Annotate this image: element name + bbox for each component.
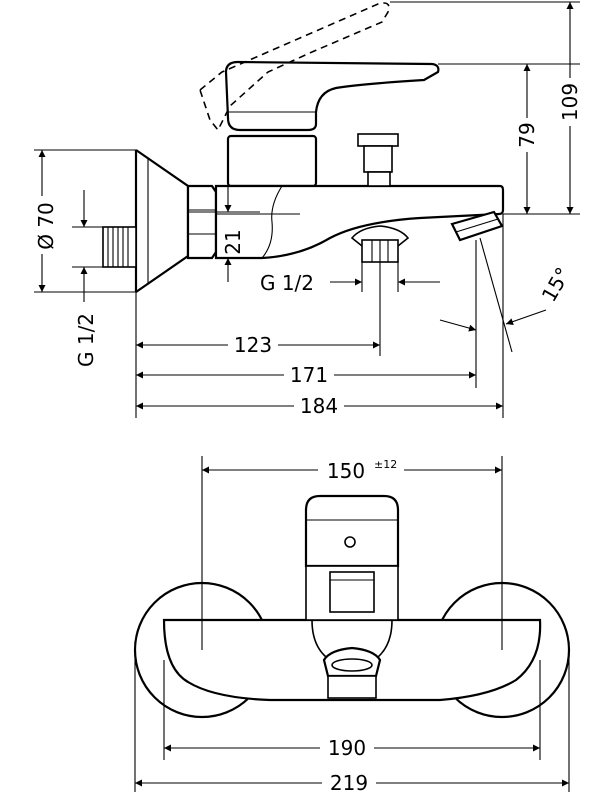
spout-aerator: [450, 210, 504, 242]
dim-diameter: Ø 70: [34, 202, 58, 250]
wall-flange: [134, 149, 190, 293]
mixer-body: [214, 134, 505, 260]
dim-len-total: 184: [300, 394, 338, 418]
dim-total-width: 219: [330, 771, 368, 795]
dim-centers-tolerance: ±12: [374, 458, 397, 471]
front-spout: [311, 619, 393, 699]
diverter-knob: [357, 133, 399, 187]
front-handle: [304, 494, 400, 621]
dim-angle: 15°: [537, 263, 576, 306]
side-view: Ø 70 G 1/2 21 G 1/2 79 109 15° 123: [34, 1, 582, 418]
dim-height-spout: 79: [515, 122, 539, 147]
bath-outlet: [350, 225, 410, 263]
dim-thread-outlet: G 1/2: [260, 271, 314, 295]
dim-height-total: 109: [558, 83, 582, 121]
lever-handle: [224, 60, 440, 132]
dim-len-outlet: 123: [234, 333, 272, 357]
dim-body-width: 190: [328, 736, 366, 760]
dim-offset: 21: [221, 229, 245, 254]
hex-nut: [186, 184, 218, 260]
dim-centers: 150: [327, 459, 365, 483]
front-view: 150 ±12 190 219: [133, 456, 571, 795]
dim-len-spout: 171: [290, 363, 328, 387]
dim-thread-inlet: G 1/2: [74, 313, 98, 367]
inlet-thread: [102, 226, 137, 268]
